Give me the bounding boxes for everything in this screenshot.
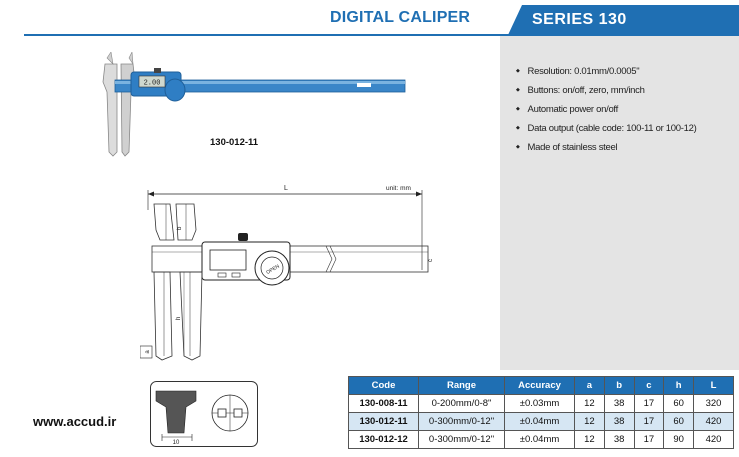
table-cell: 0-300mm/0-12" bbox=[418, 412, 505, 431]
col-code-header: Code bbox=[348, 376, 419, 395]
table-cell: 420 bbox=[693, 412, 734, 431]
spec-table: Code Range Accuracy a b c h L 130-008-11… bbox=[348, 376, 734, 449]
tip-detail-drawing: 10 bbox=[150, 381, 258, 447]
table-row: 130-012-12 0-300mm/0-12" ±0.04mm 12 38 1… bbox=[348, 430, 734, 449]
table-cell: 90 bbox=[663, 430, 695, 449]
display-reading: 2.00 bbox=[144, 80, 161, 88]
table-cell: 130-008-11 bbox=[348, 394, 419, 413]
table-header-row: Code Range Accuracy a b c h L bbox=[348, 376, 734, 395]
table-cell: ±0.04mm bbox=[504, 412, 575, 431]
table-cell: 17 bbox=[633, 412, 665, 431]
table-cell: 38 bbox=[603, 430, 635, 449]
tip-width-label: 10 bbox=[173, 440, 180, 446]
feature-item: Buttons: on/off, zero, mm/inch bbox=[516, 81, 696, 100]
col-h-header: h bbox=[663, 376, 695, 395]
col-a-header: a bbox=[574, 376, 605, 395]
feature-item: Data output (cable code: 100-11 or 100-1… bbox=[516, 119, 697, 138]
table-cell: 60 bbox=[663, 412, 695, 431]
col-accuracy-header: Accuracy bbox=[504, 376, 575, 395]
table-cell: 17 bbox=[633, 430, 665, 449]
feature-item: Automatic power on/off bbox=[516, 100, 696, 119]
table-cell: 130-012-11 bbox=[348, 412, 419, 431]
table-cell: 12 bbox=[574, 412, 605, 431]
col-L-header: L bbox=[693, 376, 734, 395]
table-cell: 130-012-12 bbox=[348, 430, 419, 449]
table-cell: 0-200mm/0-8" bbox=[418, 394, 505, 413]
header-divider bbox=[24, 34, 739, 36]
table-row: 130-012-11 0-300mm/0-12" ±0.04mm 12 38 1… bbox=[348, 412, 734, 431]
table-cell: ±0.03mm bbox=[504, 394, 575, 413]
feature-item: Resolution: 0.01mm/0.0005" bbox=[516, 62, 696, 81]
dimension-c-label: c bbox=[428, 259, 434, 262]
feature-list: Resolution: 0.01mm/0.0005" Buttons: on/o… bbox=[516, 62, 697, 157]
model-code: 130-012-11 bbox=[210, 137, 259, 148]
table-cell: 12 bbox=[574, 394, 605, 413]
website-url[interactable]: www.accud.ir bbox=[33, 414, 117, 429]
table-cell: 38 bbox=[603, 394, 635, 413]
col-b-header: b bbox=[603, 376, 635, 395]
col-c-header: c bbox=[633, 376, 665, 395]
caliper-product-image: 2.00 bbox=[102, 52, 406, 157]
dimension-h-label: h bbox=[176, 317, 182, 320]
table-cell: 320 bbox=[693, 394, 734, 413]
page-title: DIGITAL CALIPER bbox=[330, 9, 471, 26]
table-row: 130-008-11 0-200mm/0-8" ±0.03mm 12 38 17… bbox=[348, 394, 734, 413]
table-cell: 0-300mm/0-12" bbox=[418, 430, 505, 449]
dimension-drawing: L unit: mm b c OPEN h a bbox=[140, 185, 434, 361]
unit-label: unit: mm bbox=[386, 185, 411, 192]
table-cell: 420 bbox=[693, 430, 734, 449]
table-cell: 60 bbox=[663, 394, 695, 413]
series-label: SERIES 130 bbox=[532, 11, 627, 28]
table-cell: ±0.04mm bbox=[504, 430, 575, 449]
series-badge: SERIES 130 bbox=[508, 5, 739, 35]
table-cell: 17 bbox=[633, 394, 665, 413]
dimension-a-label: a bbox=[145, 350, 151, 354]
col-range-header: Range bbox=[418, 376, 505, 395]
dimension-b-label: b bbox=[177, 226, 183, 230]
table-cell: 38 bbox=[603, 412, 635, 431]
dimension-L-label: L bbox=[284, 185, 288, 192]
table-cell: 12 bbox=[574, 430, 605, 449]
feature-item: Made of stainless steel bbox=[516, 138, 696, 157]
